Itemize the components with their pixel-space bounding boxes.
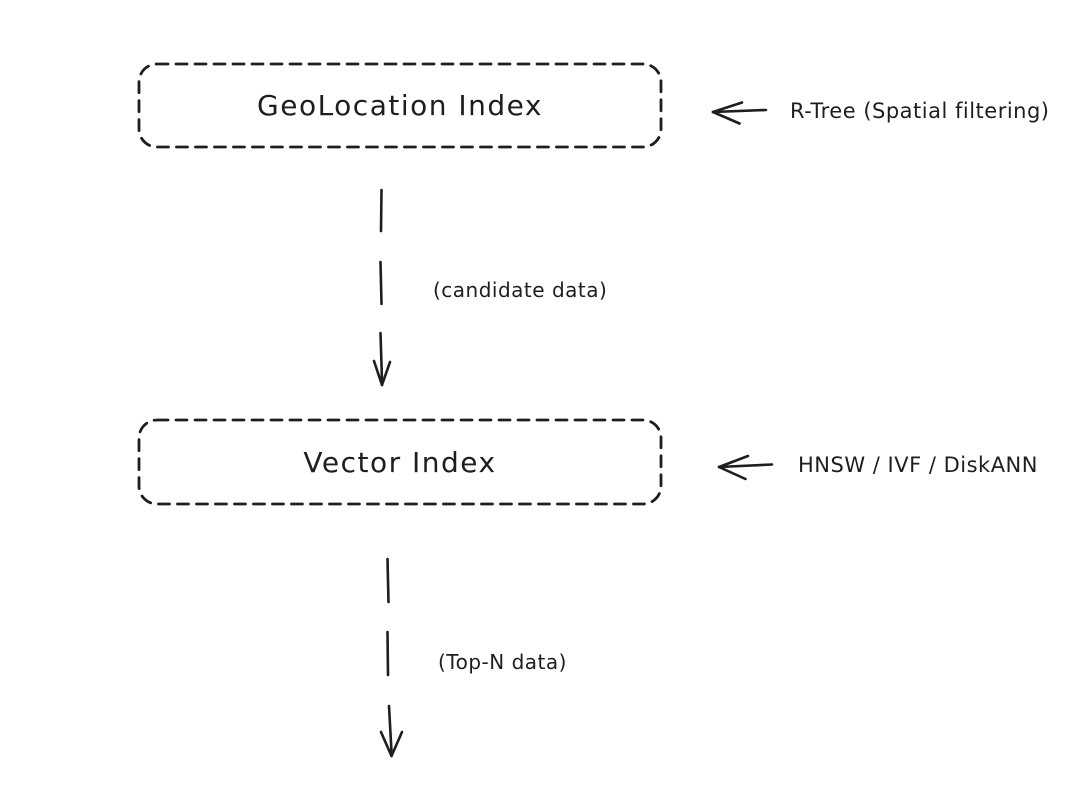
candidate-data-arrow [372, 188, 392, 387]
node-label-vector-index: Vector Index [303, 445, 497, 479]
annotation-rtree: R-Tree (Spatial filtering) [790, 99, 1050, 123]
edge-label-candidate-data: (candidate data) [433, 278, 608, 302]
hnsw-pointer-arrow [717, 454, 774, 481]
edge-label-top-n-data: (Top-N data) [438, 650, 567, 674]
top-n-data-arrow [379, 557, 404, 758]
node-label-geolocation-index: GeoLocation Index [257, 89, 543, 122]
annotation-hnsw: HNSW / IVF / DiskANN [798, 453, 1038, 477]
rtree-pointer-arrow [711, 101, 768, 125]
